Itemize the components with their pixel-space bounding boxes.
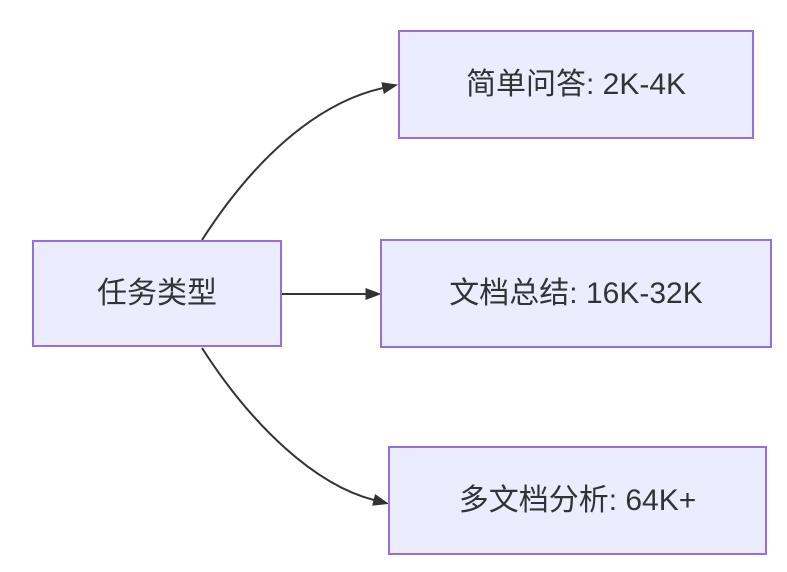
node-simple-qa-label: 简单问答: 2K-4K xyxy=(465,67,687,101)
node-multi-doc-analysis-label: 多文档分析: 64K+ xyxy=(458,483,697,517)
edge-task-type-to-simple-qa xyxy=(201,82,399,241)
edge-task-type-to-multi-doc-analysis xyxy=(201,347,390,506)
node-simple-qa: 简单问答: 2K-4K xyxy=(398,30,754,139)
node-multi-doc-analysis: 多文档分析: 64K+ xyxy=(388,446,767,555)
node-task-type-label: 任务类型 xyxy=(97,276,217,310)
node-doc-summary-label: 文档总结: 16K-32K xyxy=(449,276,703,310)
node-task-type: 任务类型 xyxy=(32,240,282,347)
node-doc-summary: 文档总结: 16K-32K xyxy=(380,239,772,348)
